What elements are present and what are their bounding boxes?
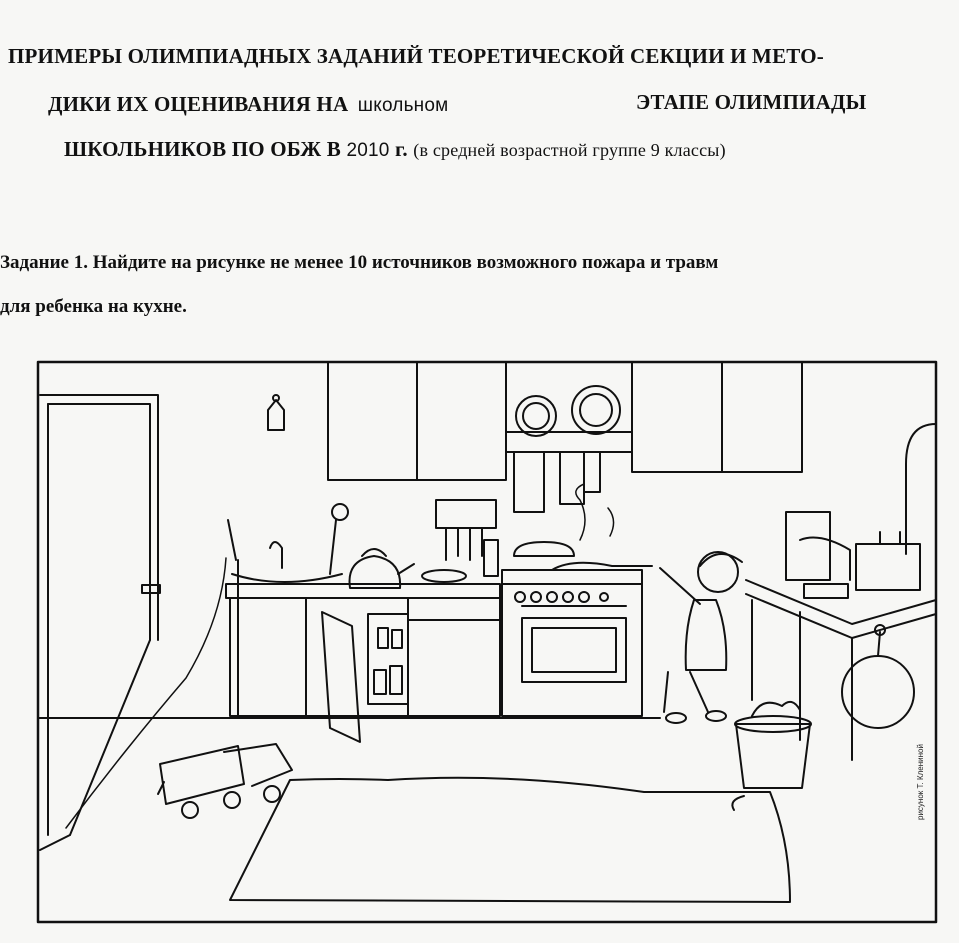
age-group-note: (в средней возрастной группе 9 классы) <box>413 140 726 160</box>
oven-icon <box>521 605 627 683</box>
year-suffix: г. <box>394 137 408 161</box>
title-line-1: ПРИМЕРЫ ОЛИМПИАДНЫХ ЗАДАНИЙ ТЕОРЕТИЧЕСКО… <box>8 44 824 69</box>
olympiad-level: школьном <box>357 95 449 116</box>
task-line-2: для ребенка на кухне. <box>0 296 187 318</box>
stove-icon <box>501 483 653 717</box>
wall-lamp-icon <box>267 394 285 431</box>
books-icon <box>803 583 849 599</box>
towels-icon <box>513 451 601 513</box>
toy-truck-icon <box>157 743 293 819</box>
rug-icon <box>229 776 791 903</box>
toaster-icon <box>855 531 921 591</box>
task-line-1: Задание 1. Найдите на рисунке не менее 1… <box>0 252 718 274</box>
knife-rack-icon <box>435 499 499 577</box>
wall-clock-icon <box>841 624 915 729</box>
title-line-2-end: ЭТАПЕ ОЛИМПИАДЫ <box>636 90 866 115</box>
title-line-3-bold: ШКОЛЬНИКОВ ПО ОБЖ В <box>64 137 341 161</box>
title-line-2-end-text: ЭТАПЕ ОЛИМПИАДЫ <box>636 90 867 114</box>
lower-cabinets-icon <box>225 583 501 717</box>
artist-credit: рисунок Т. Клениной <box>916 744 925 820</box>
child-icon <box>659 551 743 724</box>
task-line-2-text: для ребенка на кухне. <box>0 296 187 317</box>
olympiad-year: 2010 <box>346 140 390 161</box>
open-cabinet-icon <box>321 611 409 743</box>
pan-icon <box>421 569 467 583</box>
kettle-icon <box>348 548 415 589</box>
wall-base-line <box>37 559 239 719</box>
trash-bin-icon <box>731 700 812 811</box>
sink-icon <box>227 503 349 583</box>
title-line-3: ШКОЛЬНИКОВ ПО ОБЖ В 2010 г. (в средней в… <box>64 137 726 162</box>
plates-icon <box>515 385 621 437</box>
refrigerator-edge-icon <box>905 423 937 555</box>
wall-cabinets-icon <box>327 361 803 481</box>
mixer-icon <box>785 511 851 581</box>
door-icon <box>39 394 161 851</box>
title-line-1-text: ПРИМЕРЫ ОЛИМПИАДНЫХ ЗАДАНИЙ ТЕОРЕТИЧЕСКО… <box>8 44 824 68</box>
title-line-2: ДИКИ ИХ ОЦЕНИВАНИЯ НА школьном <box>48 92 448 117</box>
power-cord-icon <box>65 557 227 829</box>
title-line-2-bold: ДИКИ ИХ ОЦЕНИВАНИЯ НА <box>48 92 349 116</box>
task-line-1-text: Задание 1. Найдите на рисунке не менее 1… <box>0 252 719 273</box>
